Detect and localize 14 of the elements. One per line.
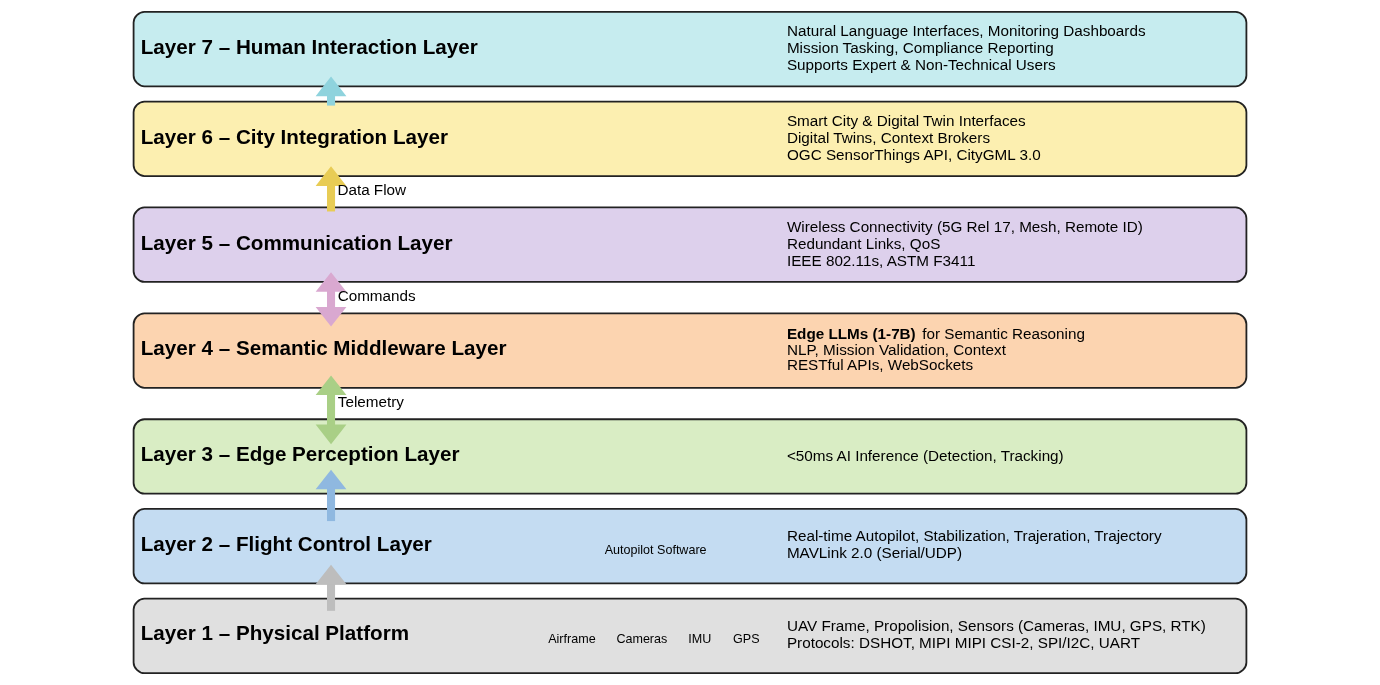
edge-label: Commands: [337, 287, 416, 305]
arrow: [315, 375, 347, 445]
edge-label: Data Flow: [337, 181, 407, 199]
arrow: [315, 166, 347, 212]
node-box: Layer 6 – City Integration Layer Smart City & Digital Twin Interfaces Digital Twins, Context Brokers OGC SensorThings API, CityGML 3.0: [132, 100, 1248, 177]
edge-label: Telemetry: [337, 393, 404, 411]
arrow: [315, 564, 347, 611]
node-box: Layer 4 – Semantic Middleware Layer Edge LLMs (1-7B) for Semantic Reasoning NLP, Mission Validation, Context RESTful APIs, WebSockets: [132, 312, 1248, 389]
node-box: Layer 1 – Physical Platform Airframe Cameras IMU GPS UAV Frame, Propolision, Sensors (Cameras, IMU, GPS, RTK) Protocols: DSHOT, MIPI MIPI CSI-2, SPI/I2C, UART: [132, 597, 1248, 675]
node-box: Layer 3 – Edge Perception Layer <50ms AI Inference (Detection, Tracking): [132, 418, 1248, 495]
node-box: Layer 5 – Communication Layer Wireless Connectivity (5G Rel 17, Mesh, Remote ID) Redundant Links, QoS IEEE 802.11s, ASTM F3411: [132, 206, 1248, 283]
arrow: [315, 469, 347, 522]
node-box: Layer 7 – Human Interaction Layer Natural Language Interfaces, Monitoring Dashboards Mission Tasking, Compliance Reporting Supports Expert & Non-Technical Users: [132, 10, 1248, 88]
arrow: [315, 272, 347, 327]
